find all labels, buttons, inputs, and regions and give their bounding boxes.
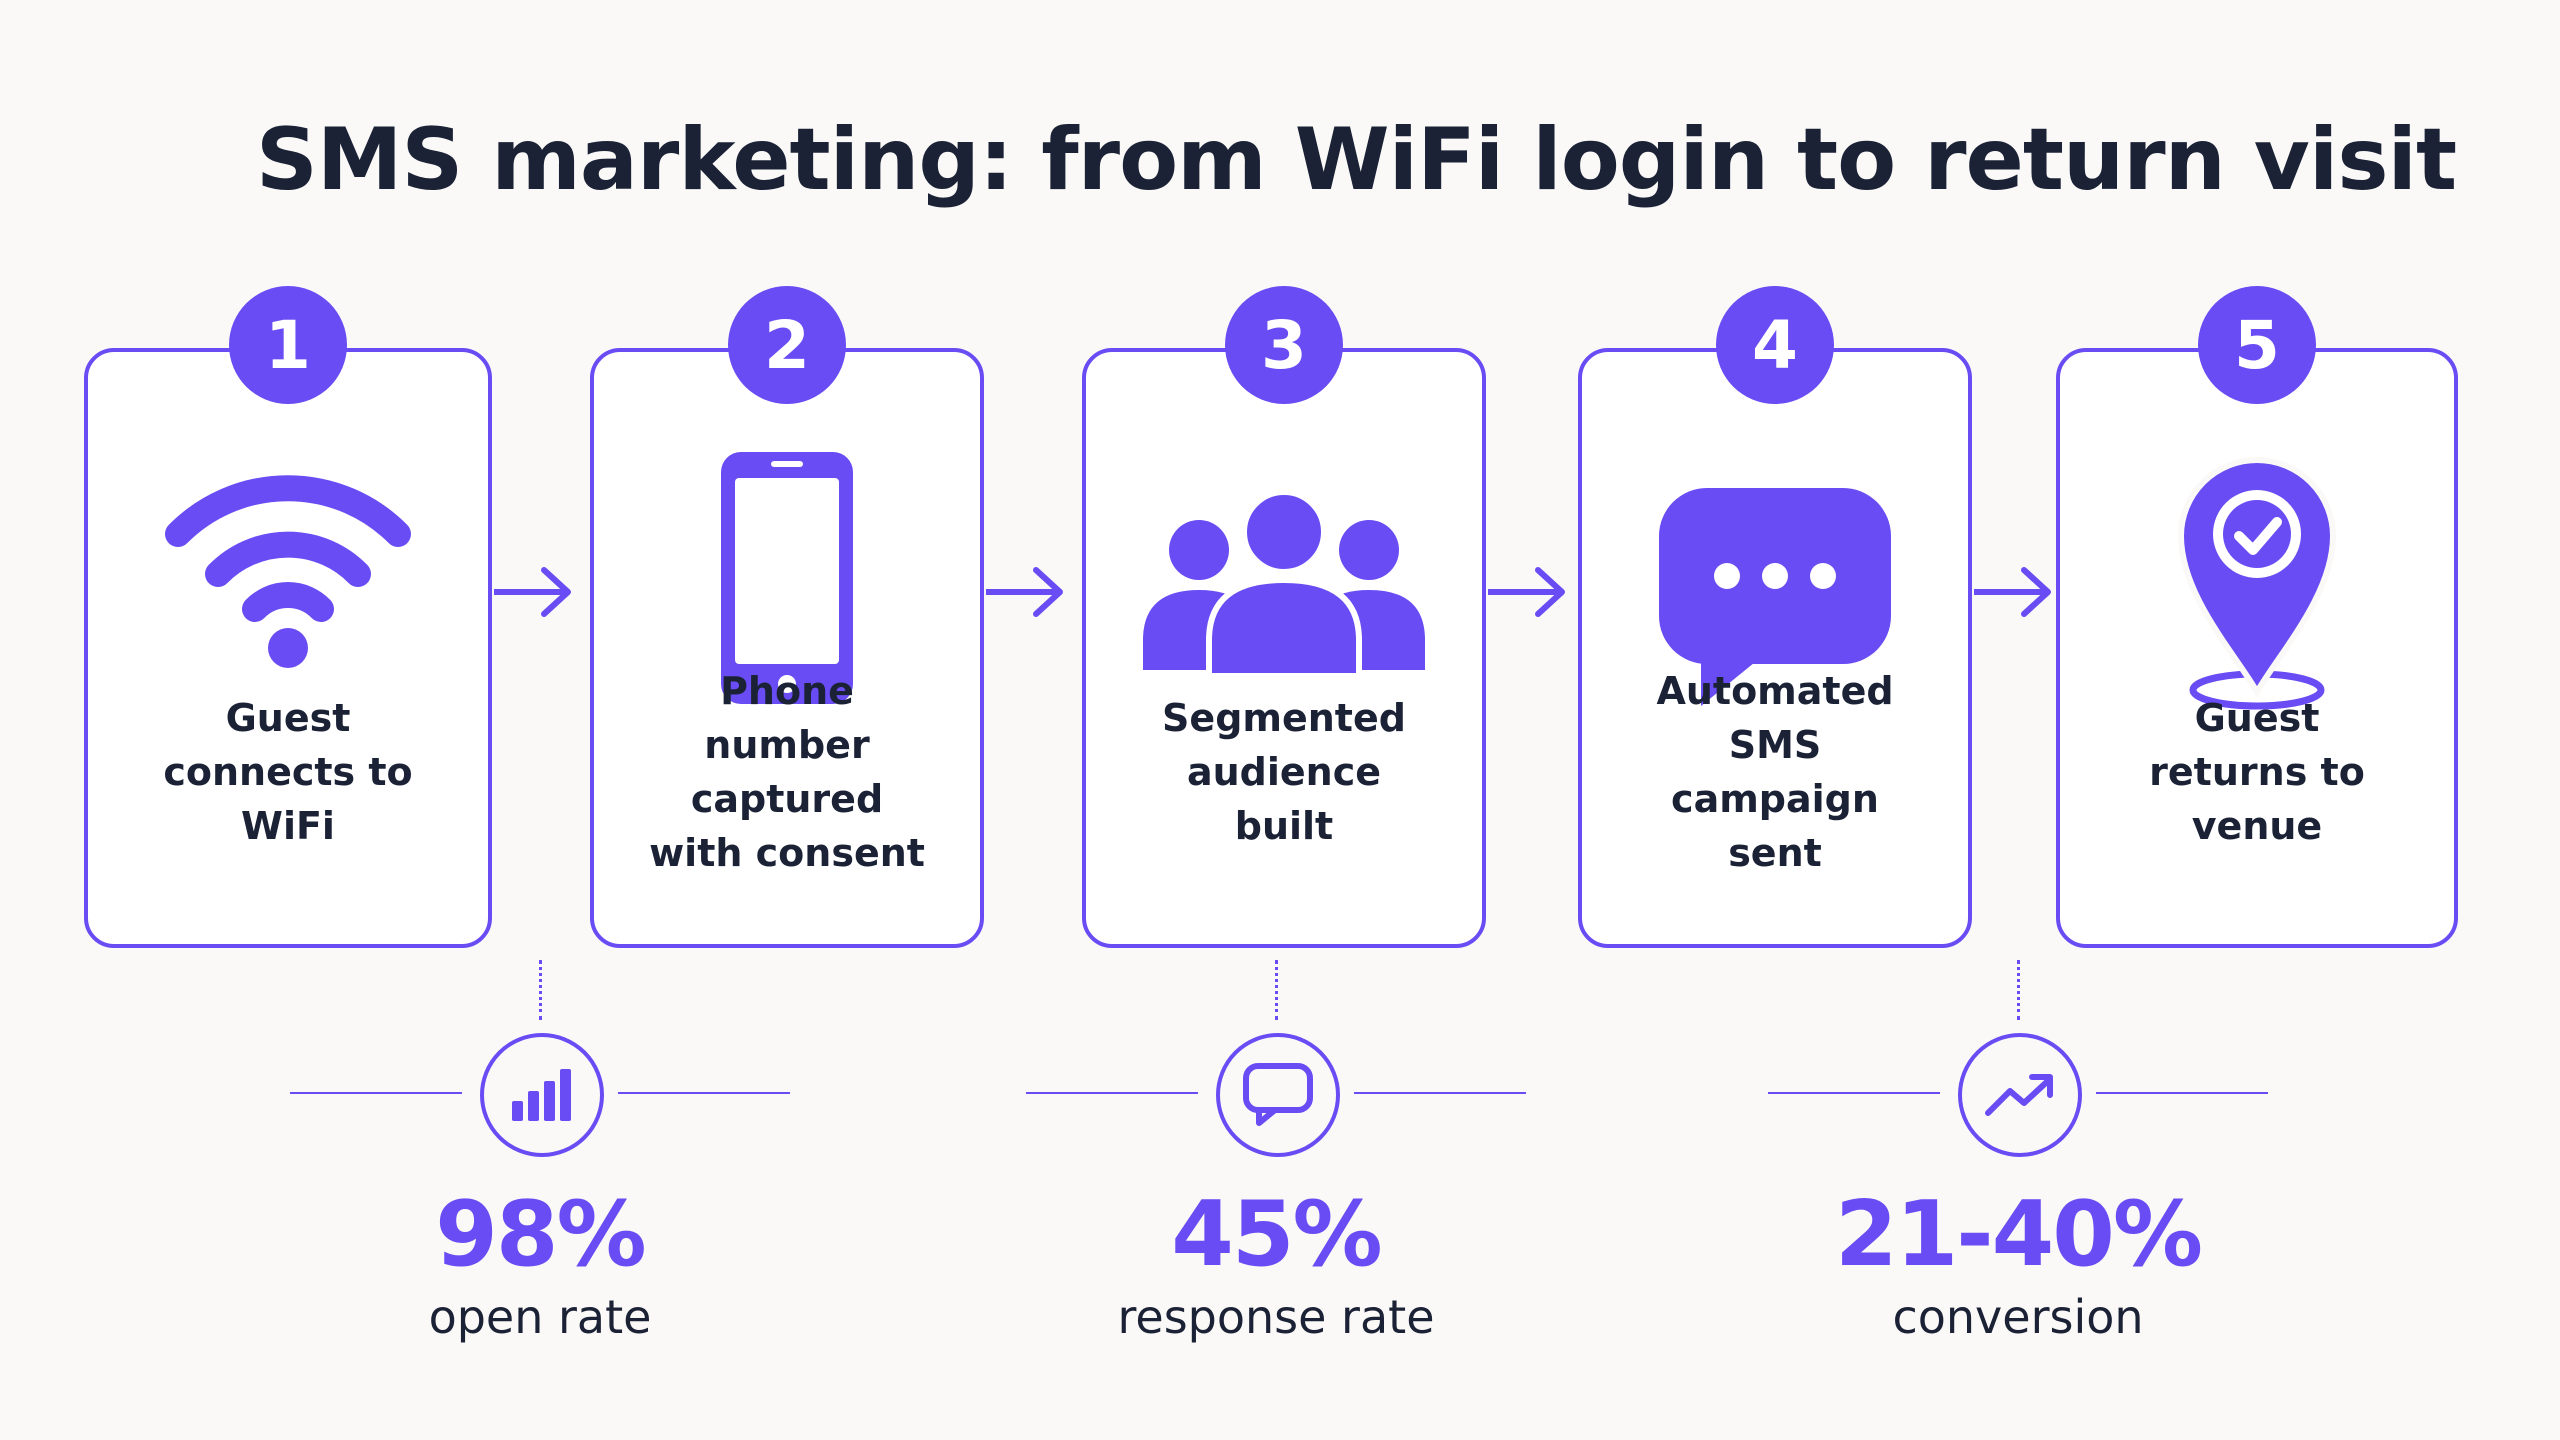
stat-divider: [1768, 1092, 1940, 1094]
stat-divider: [618, 1092, 790, 1094]
stat-divider: [290, 1092, 462, 1094]
step-badge-4: 4: [1716, 286, 1834, 404]
stat-response-rate: 45% response rate: [1026, 960, 1526, 1360]
step-card-5: 5 Guest returns to venue: [2056, 286, 2458, 948]
arrow-right-icon: [491, 562, 576, 626]
step-label-5: Guest returns to venue: [2149, 696, 2365, 848]
stat-divider: [2096, 1092, 2268, 1094]
bar-chart-icon: [480, 1033, 604, 1157]
step-badge-1: 1: [229, 286, 347, 404]
stat-label: conversion: [1892, 1290, 2144, 1344]
stat-label: open rate: [428, 1290, 652, 1344]
location-check-icon: [2177, 456, 2337, 720]
stat-open-rate: 98% open rate: [290, 960, 790, 1360]
step-label-3: Segmented audience built: [1162, 696, 1406, 848]
step-badge-5: 5: [2198, 286, 2316, 404]
step-card-1: 1 Guest connects to WiFi: [84, 286, 492, 948]
stat-label: response rate: [1117, 1290, 1435, 1344]
step-label-1: Guest connects to WiFi: [163, 696, 413, 848]
step-label-2: Phone number captured with consent: [649, 669, 925, 875]
stat-value: 21-40%: [1834, 1182, 2203, 1287]
step-badge-2: 2: [728, 286, 846, 404]
step-badge-3: 3: [1225, 286, 1343, 404]
stat-divider: [1026, 1092, 1198, 1094]
step-card-3: 3 Segmented audience built: [1082, 286, 1486, 948]
stat-connector: [2017, 960, 2020, 1020]
arrow-right-icon: [1971, 562, 2056, 626]
stat-conversion: 21-40% conversion: [1768, 960, 2268, 1360]
step-label-4: Automated SMS campaign sent: [1656, 669, 1894, 875]
wifi-icon: [158, 452, 418, 676]
step-card-2: 2 Phone number captured with consent: [590, 286, 984, 948]
step-card-4: 4 Automated SMS campaign sent: [1578, 286, 1972, 948]
chat-bubble-icon: [1655, 484, 1895, 712]
stat-connector: [1275, 960, 1278, 1020]
audience-group-icon: [1139, 489, 1429, 684]
trend-up-icon: [1958, 1033, 2082, 1157]
stat-value: 98%: [435, 1182, 646, 1287]
arrow-right-icon: [983, 562, 1068, 626]
stat-connector: [539, 960, 542, 1020]
message-icon: [1216, 1033, 1340, 1157]
stat-value: 45%: [1171, 1182, 1382, 1287]
smartphone-icon: [717, 448, 857, 712]
page-title: SMS marketing: from WiFi login to return…: [255, 110, 2457, 210]
arrow-right-icon: [1485, 562, 1570, 626]
stat-divider: [1354, 1092, 1526, 1094]
